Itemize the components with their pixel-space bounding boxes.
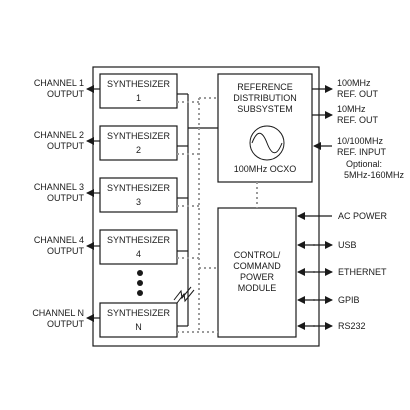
chassis-border [92, 66, 320, 347]
channel-n-line2: OUTPUT [47, 319, 84, 329]
reference-arrows [312, 85, 333, 150]
channel-1-line2: OUTPUT [47, 89, 84, 99]
control-line3: POWER [239, 272, 274, 282]
control-line2: COMMAND [233, 261, 281, 271]
channel-4-label: CHANNEL 4 OUTPUT [0, 235, 84, 257]
control-line4: MODULE [237, 283, 277, 293]
ref-10mhz-line1: 10MHz [337, 104, 366, 114]
synthesizer-3-title: SYNTHESIZER [106, 183, 170, 193]
channel-4-line2: OUTPUT [47, 246, 84, 256]
sine-wave-icon [249, 125, 285, 161]
control-arrows [297, 212, 333, 330]
ref-input-optional-line1: Optional: [346, 159, 383, 169]
sine-wave-curve [251, 132, 283, 154]
ref-100mhz-out-label: 100MHz REF. OUT [337, 78, 378, 100]
ref-input-line2: REF. INPUT [337, 147, 387, 157]
channel-1-line1: CHANNEL 1 [33, 78, 84, 88]
channel-n-label: CHANNEL N OUTPUT [0, 308, 84, 330]
ocxo-label: 100MHz OCXO [233, 164, 297, 174]
bus-break-symbol [173, 286, 195, 304]
synthesizer-n-label: SYNTHESIZER N [100, 308, 177, 333]
channel-3-label: CHANNEL 3 OUTPUT [0, 182, 84, 204]
reference-line3: SUBSYSTEM [237, 104, 293, 114]
synthesizer-3-box [99, 177, 178, 213]
ref-input-label: 10/100MHz REF. INPUT [337, 136, 386, 158]
channel-2-label: CHANNEL 2 OUTPUT [0, 130, 84, 152]
synthesizer-4-label: SYNTHESIZER 4 [100, 235, 177, 260]
control-bus [177, 97, 258, 333]
synthesizer-3-number: 3 [135, 197, 141, 207]
synthesizer-1-title: SYNTHESIZER [106, 79, 170, 89]
synthesizer-3-label: SYNTHESIZER 3 [100, 183, 177, 208]
channel-1-label: CHANNEL 1 OUTPUT [0, 78, 84, 100]
ellipsis-dots [137, 270, 143, 296]
synthesizer-n-title: SYNTHESIZER [106, 308, 170, 318]
channel-3-line2: OUTPUT [47, 193, 84, 203]
synth-boxes [99, 73, 178, 338]
ref-input-optional-line2: 5MHz-160MHz [344, 170, 405, 180]
synthesizer-1-number: 1 [135, 93, 141, 103]
reference-bus [177, 93, 218, 327]
channel-3-line1: CHANNEL 3 [33, 182, 84, 192]
ethernet-label: ETHERNET [338, 267, 387, 277]
ref-10mhz-out-label: 10MHz REF. OUT [337, 104, 378, 126]
ref-100mhz-line1: 100MHz [337, 78, 371, 88]
reference-title: REFERENCE DISTRIBUTION SUBSYSTEM [218, 82, 312, 115]
ref-10mhz-line2: REF. OUT [337, 115, 379, 125]
ref-input-line1: 10/100MHz [337, 136, 384, 146]
ref-100mhz-line2: REF. OUT [337, 89, 379, 99]
reference-line1: REFERENCE [237, 82, 293, 92]
synthesizer-4-box [99, 229, 178, 265]
rs232-label: RS232 [338, 321, 366, 331]
control-title: CONTROL/ COMMAND POWER MODULE [218, 250, 296, 294]
synthesizer-2-title: SYNTHESIZER [106, 131, 170, 141]
synthesizer-1-box [99, 73, 178, 109]
control-line1: CONTROL/ [233, 250, 281, 260]
channel-4-line1: CHANNEL 4 [33, 235, 84, 245]
usb-label: USB [338, 240, 357, 250]
ac-power-label: AC POWER [338, 211, 388, 221]
channel-arrows [86, 85, 100, 322]
synthesizer-n-number: N [135, 322, 142, 332]
channel-n-line1: CHANNEL N [32, 308, 84, 318]
channel-2-line1: CHANNEL 2 [33, 130, 84, 140]
gpib-label: GPIB [338, 295, 360, 305]
synthesizer-2-label: SYNTHESIZER 2 [100, 131, 177, 156]
ref-input-optional: Optional: 5MHz-160MHz [344, 159, 405, 181]
synthesizer-4-title: SYNTHESIZER [106, 235, 170, 245]
synthesizer-1-label: SYNTHESIZER 1 [100, 79, 177, 104]
synthesizer-2-box [99, 125, 178, 161]
reference-line2: DISTRIBUTION [233, 93, 297, 103]
synthesizer-2-number: 2 [135, 145, 141, 155]
synthesizer-4-number: 4 [135, 249, 141, 259]
channel-2-line2: OUTPUT [47, 141, 84, 151]
synthesizer-n-box [99, 302, 178, 338]
